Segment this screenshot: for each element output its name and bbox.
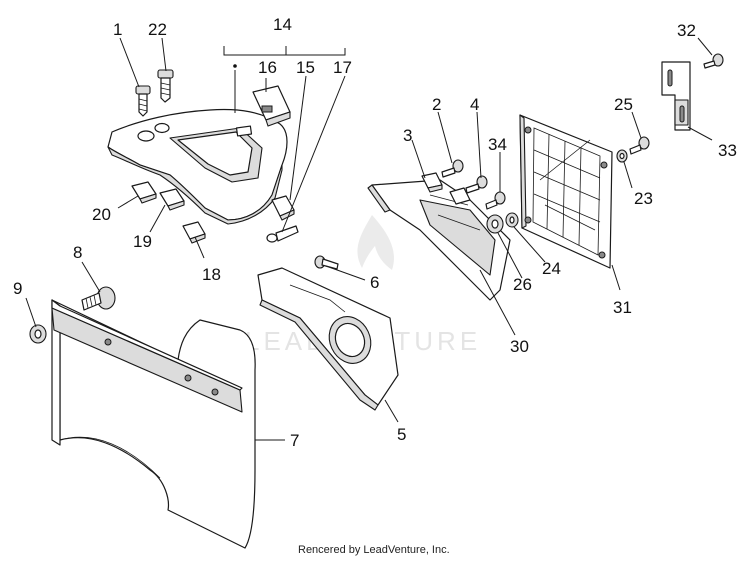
callout-8: 8 [73,243,82,262]
callout-25: 25 [614,95,633,114]
callout-33: 33 [718,141,737,160]
part-cover-14 [107,108,288,225]
callout-20: 20 [92,205,111,224]
callout-19: 19 [133,232,152,251]
callout-24: 24 [542,259,561,278]
callout-1: 1 [113,20,122,39]
part-screw-32 [703,53,724,69]
callout-23: 23 [634,189,653,208]
callout-6: 6 [370,273,379,292]
watermark-flame-icon [357,215,394,270]
part-washer-23 [616,149,628,163]
callout-32: 32 [677,21,696,40]
part-grommet-26 [486,214,504,234]
part-screw-25 [629,136,650,155]
callout-4: 4 [470,95,479,114]
part-washer-24 [505,212,519,228]
callout-16: 16 [258,58,277,77]
callout-7: 7 [290,431,299,450]
callout-14: 14 [273,15,292,34]
callout-labels: 1 22 14 16 15 17 20 19 18 8 9 7 6 5 3 2 … [13,15,737,450]
part-bracket-5 [257,267,399,411]
callout-31: 31 [613,298,632,317]
callout-26: 26 [513,275,532,294]
part-washer-9 [29,324,47,344]
part-screw-2 [441,159,464,178]
part-16 [252,85,291,127]
part-plate-31 [519,114,613,269]
callout-3: 3 [403,126,412,145]
callout-34: 34 [488,135,507,154]
part-rivet-17 [266,225,299,243]
callout-18: 18 [202,265,221,284]
part-bracket-33 [661,61,691,131]
part-mudflap-7 [51,299,256,549]
part-screw-34 [485,191,506,210]
callout-22: 22 [148,20,167,39]
part-bolt-8 [81,286,116,311]
callout-9: 9 [13,279,22,298]
callout-30: 30 [510,337,529,356]
part-screw-4 [465,175,488,194]
part-nut-clip-4b [449,187,471,205]
part-screw-22 [157,69,174,103]
part-clip-19 [159,188,185,211]
part-clip-15 [271,195,295,221]
part-clip-20 [131,181,157,204]
leader-lines [25,37,713,441]
callout-2: 2 [432,95,441,114]
callout-15: 15 [296,58,315,77]
callout-5: 5 [397,425,406,444]
part-screw-1 [135,85,151,117]
part-nut-3 [421,172,443,193]
part-screw-6 [314,255,339,270]
part-clip-18 [182,221,206,244]
callout-17: 17 [333,58,352,77]
footer-credit: Rencered by LeadVenture, Inc. [298,544,450,556]
